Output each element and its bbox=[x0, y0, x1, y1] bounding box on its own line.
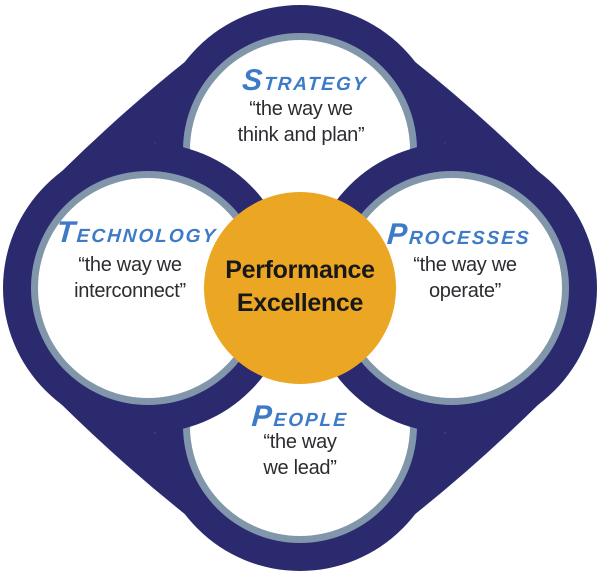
people-quote-line1: “the way bbox=[263, 431, 337, 453]
corner-web-bottom-left bbox=[59, 402, 186, 515]
technology-quote: “the way we interconnect” bbox=[30, 252, 230, 304]
strategy-label: Strategy bbox=[241, 64, 369, 97]
people-quote-line2: we lead” bbox=[263, 457, 337, 479]
strategy-quote: “the way we think and plan” bbox=[201, 96, 401, 148]
processes-quote-line1: “the way we bbox=[413, 254, 517, 276]
processes-quote-line2: operate” bbox=[428, 280, 502, 302]
corner-web-bottom-right bbox=[414, 402, 541, 515]
technology-label: Technology bbox=[55, 216, 218, 249]
center-title: Performance Excellence bbox=[200, 254, 400, 320]
strategy-quote-line1: “the way we bbox=[249, 98, 353, 120]
center-title-line1: Performance bbox=[225, 256, 375, 284]
center-title-line2: Excellence bbox=[236, 289, 364, 317]
center-circle bbox=[204, 192, 396, 384]
technology-circle bbox=[3, 143, 293, 433]
processes-label: Processes bbox=[386, 218, 532, 251]
processes-circle bbox=[307, 143, 597, 433]
technology-quote-line1: “the way we bbox=[78, 254, 182, 276]
corner-web-top-right bbox=[414, 61, 541, 174]
corner-web-top-left bbox=[59, 61, 186, 174]
technology-quote-line2: interconnect” bbox=[74, 280, 186, 302]
people-quote: “the way we lead” bbox=[200, 429, 400, 481]
processes-ring-fill bbox=[342, 178, 562, 398]
processes-quote: “the way we operate” bbox=[365, 252, 565, 304]
strategy-quote-line2: think and plan” bbox=[237, 124, 365, 146]
technology-ring-fill bbox=[38, 178, 258, 398]
